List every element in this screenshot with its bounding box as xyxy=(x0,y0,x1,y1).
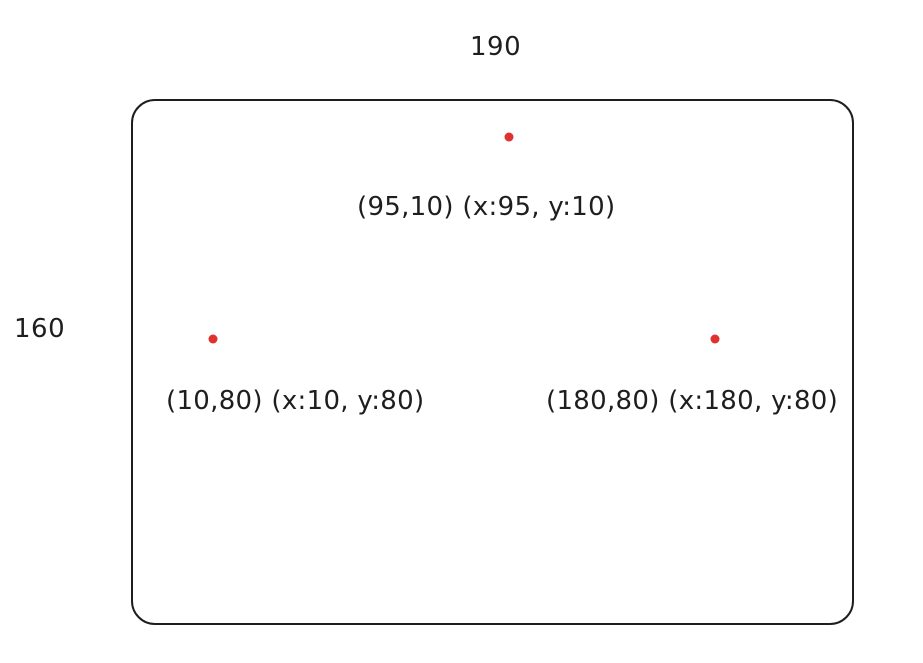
width-dimension-label: 190 xyxy=(470,32,522,62)
point-coord-right: (180,80) xyxy=(546,386,660,416)
point-xy-top: (x:95, y:10) xyxy=(462,192,616,222)
canvas-frame xyxy=(131,99,854,625)
point-marker-top xyxy=(504,132,514,142)
point-xy-right: (x:180, y:80) xyxy=(668,386,839,416)
point-label-top: (95,10) (x:95, y:10) xyxy=(357,194,615,220)
point-coord-left: (10,80) xyxy=(166,386,263,416)
point-marker-right xyxy=(710,334,720,344)
point-label-left: (10,80) (x:10, y:80) xyxy=(166,388,424,414)
height-dimension-label: 160 xyxy=(14,314,66,344)
point-xy-left: (x:10, y:80) xyxy=(271,386,425,416)
point-coord-top: (95,10) xyxy=(357,192,454,222)
point-label-right: (180,80) (x:180, y:80) xyxy=(546,388,838,414)
point-marker-left xyxy=(208,334,218,344)
